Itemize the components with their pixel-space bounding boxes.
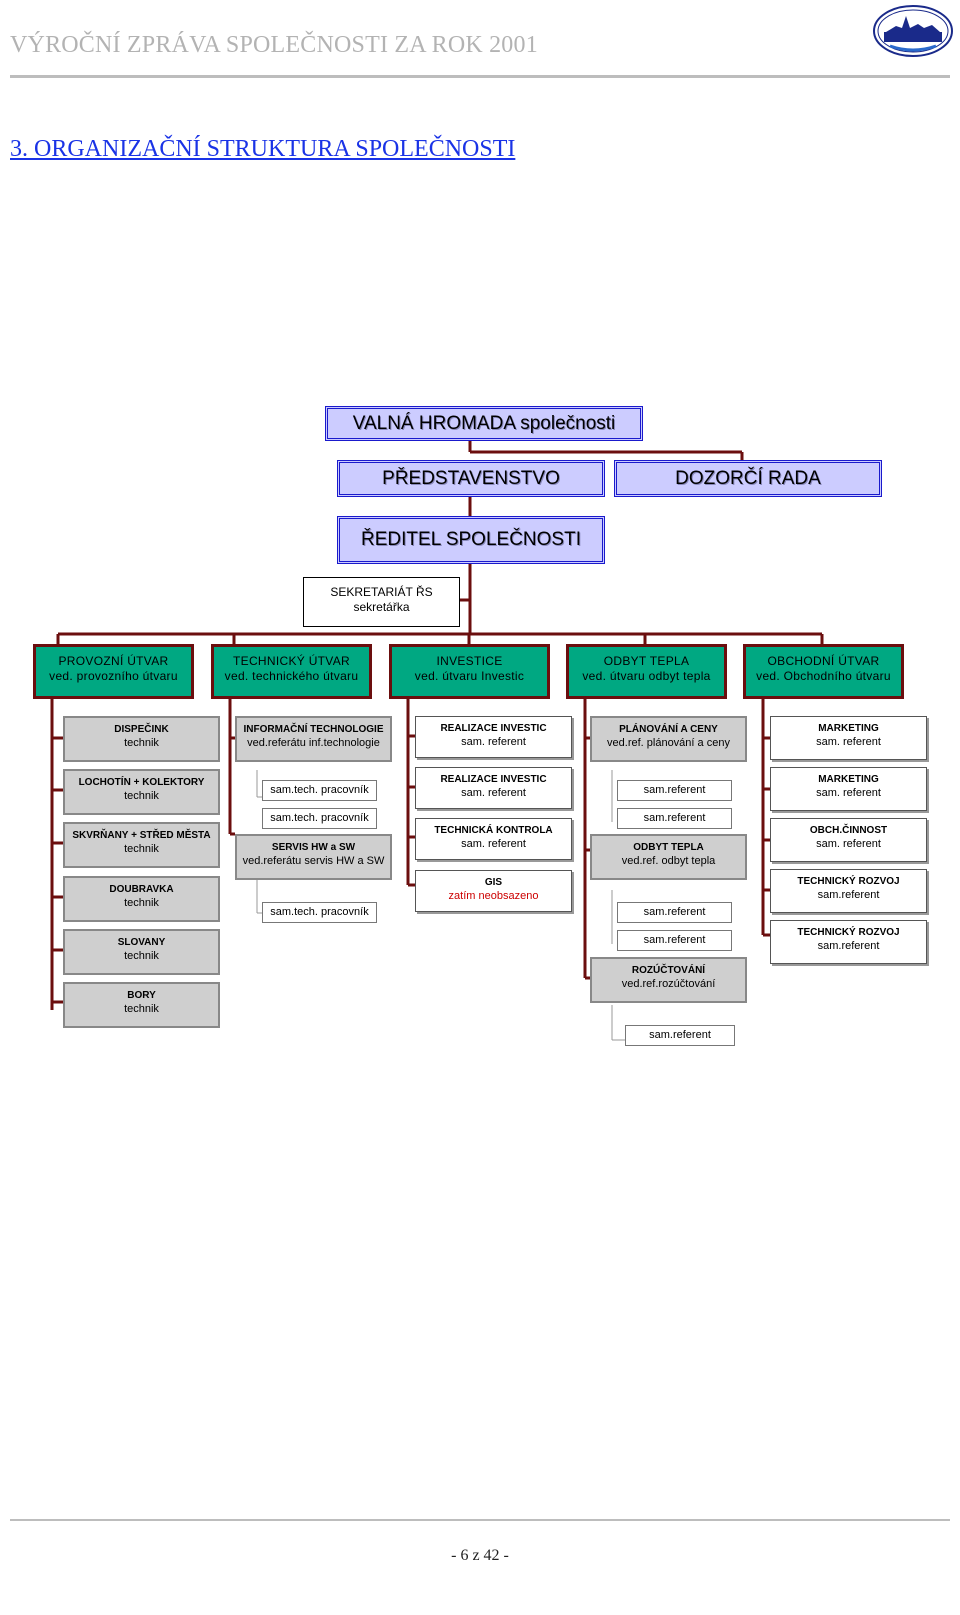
secretariat-box: SEKRETARIÁT ŘS sekretářka [303,577,460,627]
col4-box-odbyt: ODBYT TEPLA ved.ref. odbyt tepla [590,834,747,880]
col1-box-dispecink: DISPEČINK technik [63,716,220,762]
col3-box-gis: GIS zatím neobsazeno [415,870,572,912]
footer-rule [10,1519,950,1521]
general-assembly-label: VALNÁ HROMADA společnosti [352,412,616,434]
ceo-box: ŘEDITEL SPOLEČNOSTI [337,516,605,564]
general-assembly-box: VALNÁ HROMADA společnosti [325,406,643,441]
col5-box-marketing-2: MARKETING sam. referent [770,767,927,811]
secretariat-sub: sekretářka [353,600,410,614]
unit-operations: PROVOZNÍ ÚTVAR ved. provozního útvaru [33,644,194,699]
col4-box-rozuctovani: ROZÚČTOVÁNÍ ved.ref.rozúčtování [590,957,747,1003]
col4-box-roz-ref: sam.referent [625,1025,735,1046]
report-title: VÝROČNÍ ZPRÁVA SPOLEČNOSTI ZA ROK 2001 [10,32,538,58]
col3-box-realizace-2: REALIZACE INVESTIC sam. referent [415,767,572,809]
col1-box-doubravka: DOUBRAVKA technik [63,876,220,922]
unit-investments: INVESTICE ved. útvaru Investic [389,644,550,699]
board-of-directors-label: PŘEDSTAVENSTVO [382,467,560,489]
unit-commercial: OBCHODNÍ ÚTVAR ved. Obchodního útvaru [743,644,904,699]
col1-box-slovany: SLOVANY technik [63,929,220,975]
unit-heat-sales: ODBYT TEPLA ved. útvaru odbyt tepla [566,644,727,699]
col4-box-odbyt-ref2: sam.referent [617,930,732,951]
col2-box-servis: SERVIS HW a SW ved.referátu servis HW a … [235,834,392,880]
section-title: 3. ORGANIZAČNÍ STRUKTURA SPOLEČNOSTI [10,136,516,162]
supervisory-board-label: DOZORČÍ RADA [675,467,821,489]
col3-box-realizace-1: REALIZACE INVESTIC sam. referent [415,716,572,758]
page-number: - 6 z 42 - [451,1547,509,1564]
col5-box-marketing-1: MARKETING sam. referent [770,716,927,760]
col4-box-odbyt-ref1: sam.referent [617,902,732,923]
col2-box-it: INFORMAČNÍ TECHNOLOGIE ved.referátu inf.… [235,716,392,762]
col4-box-plan-ref1: sam.referent [617,780,732,801]
col1-box-lochotin: LOCHOTÍN + KOLEKTORY technik [63,769,220,815]
col2-box-servis-staff: sam.tech. pracovník [262,808,377,829]
company-logo [872,4,954,58]
col5-box-obch-cinnost: OBCH.ČINNOST sam. referent [770,818,927,862]
col4-box-plan-ref2: sam.referent [617,808,732,829]
unit-technical: TECHNICKÝ ÚTVAR ved. technického útvaru [211,644,372,699]
secretariat-title: SEKRETARIÁT ŘS [330,585,433,599]
board-of-directors-box: PŘEDSTAVENSTVO [337,460,605,497]
col5-box-tech-rozvoj-2: TECHNICKÝ ROZVOJ sam.referent [770,920,927,964]
col1-box-bory: BORY technik [63,982,220,1028]
col3-box-technicka-kontrola: TECHNICKÁ KONTROLA sam. referent [415,818,572,860]
col1-box-skvrnany: SKVRŇANY + STŘED MĚSTA technik [63,822,220,868]
col5-box-tech-rozvoj-1: TECHNICKÝ ROZVOJ sam.referent [770,869,927,913]
col4-box-planovani: PLÁNOVÁNÍ A CENY ved.ref. plánování a ce… [590,716,747,762]
header-rule [10,75,950,78]
col2-box-servis-staff2: sam.tech. pracovník [262,902,377,923]
ceo-label: ŘEDITEL SPOLEČNOSTI [361,529,581,551]
supervisory-board-box: DOZORČÍ RADA [614,460,882,497]
col2-box-it-staff: sam.tech. pracovník [262,780,377,801]
